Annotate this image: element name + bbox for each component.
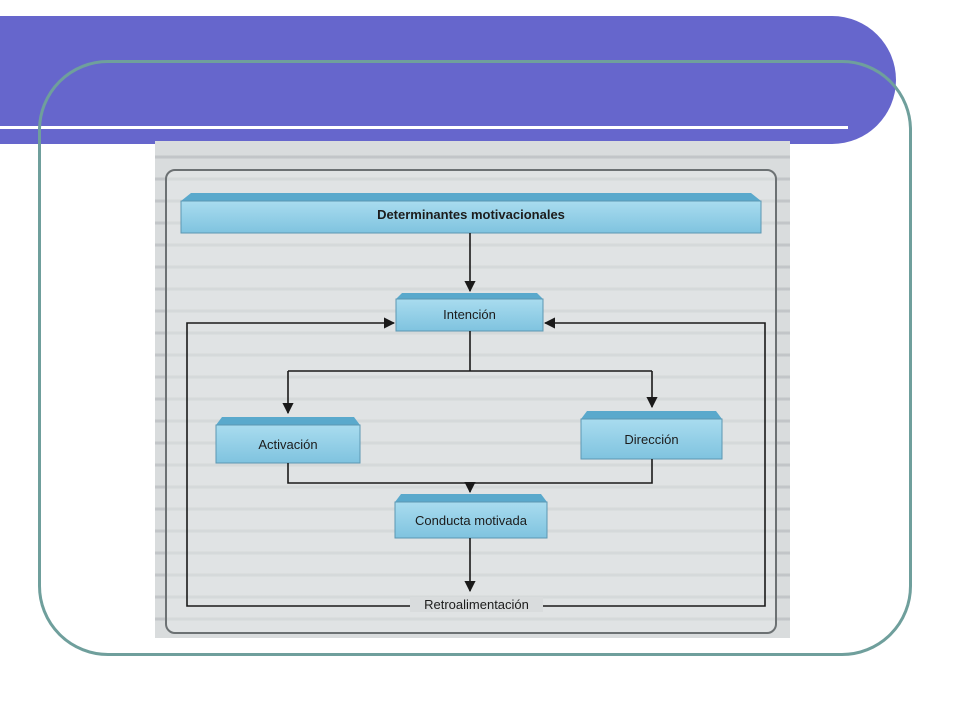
title-underline <box>0 126 848 129</box>
node-label-conducta: Conducta motivada <box>414 513 527 528</box>
node-conducta <box>394 494 548 539</box>
motivation-diagram-figure: Determinantes motivacionales Intención A… <box>155 141 790 638</box>
node-label-activacion: Activación <box>258 437 318 452</box>
feedback-label: Retroalimentación <box>410 597 543 612</box>
node-label-intencion: Intención <box>443 307 496 322</box>
diagram-panel <box>165 169 777 634</box>
slide-title-bar <box>0 16 896 144</box>
slide-frame <box>38 60 912 656</box>
diagram-connectors <box>186 233 766 607</box>
node-label-determinantes: Determinantes motivacionales <box>377 207 565 222</box>
diagram-graphics <box>180 193 766 607</box>
node-direccion <box>580 411 723 460</box>
node-label-direccion: Dirección <box>624 432 679 447</box>
node-intencion <box>395 293 544 332</box>
node-determinantes <box>180 193 762 234</box>
node-activacion <box>215 417 361 464</box>
